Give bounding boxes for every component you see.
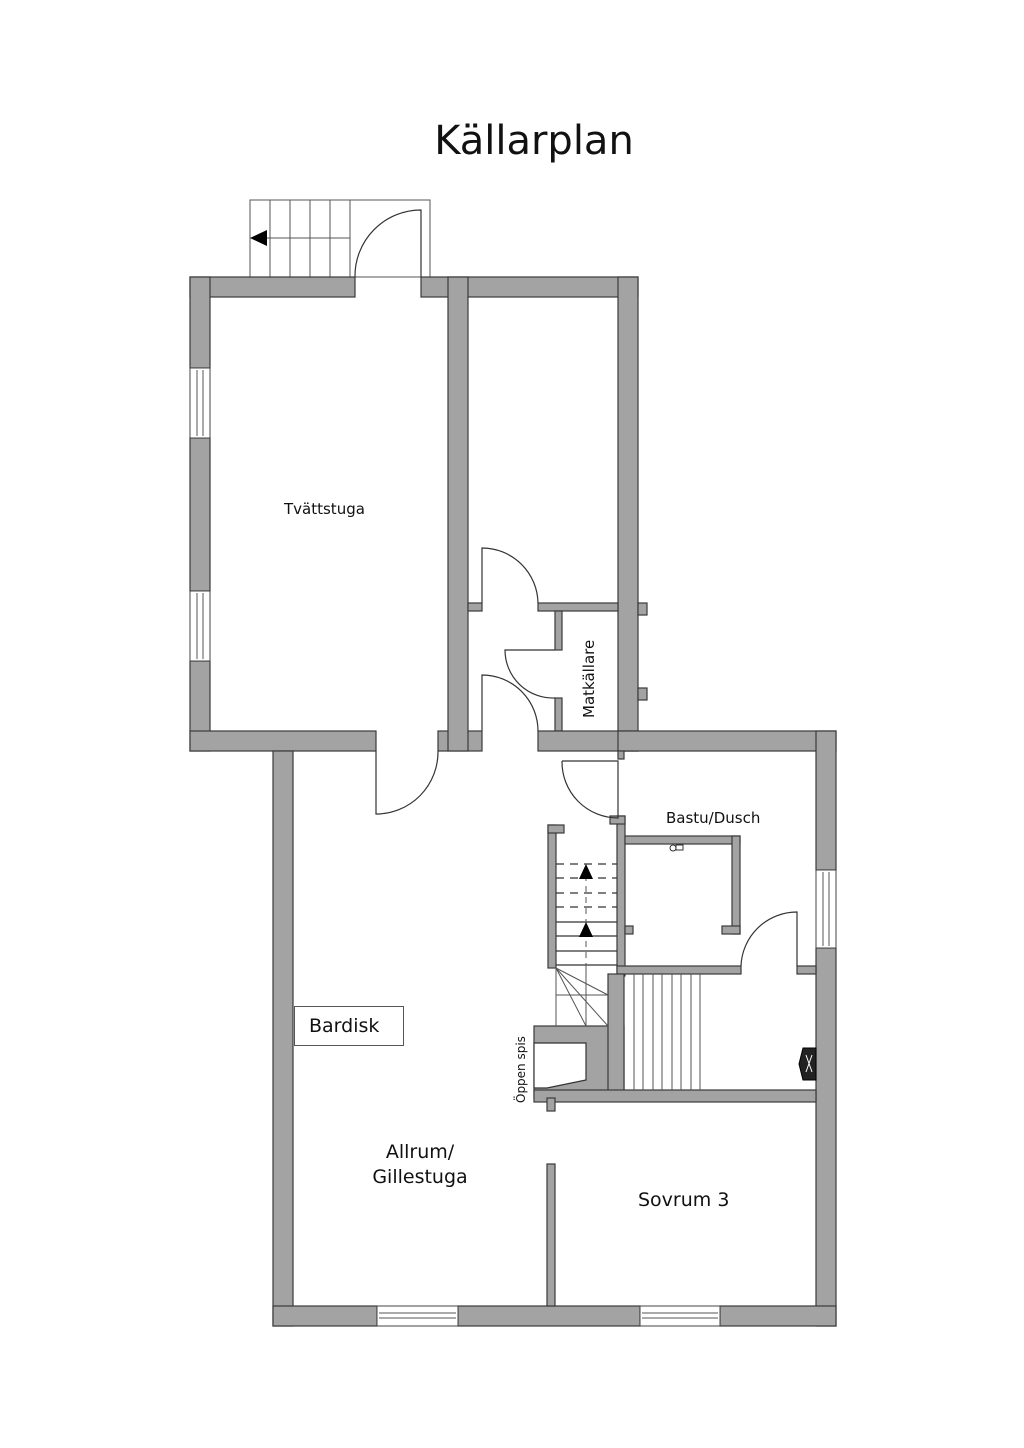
corridor-door[interactable] (481, 674, 539, 732)
stair-up-arrow-icon (579, 922, 593, 937)
room-label-tvattstuga: Tvättstuga (284, 500, 365, 518)
lower-stairs (633, 974, 701, 1090)
room-label-allrum-line1: Allrum/ (385, 1141, 455, 1163)
bastu-inner-door[interactable] (740, 911, 798, 967)
room-label-bardisk: Bardisk (309, 1015, 380, 1037)
matkallare-door[interactable] (504, 649, 556, 699)
room-label-bastu: Bastu/Dusch (666, 809, 761, 827)
room-label-matkallare: Matkällare (580, 639, 598, 718)
room-label-sovrum3: Sovrum 3 (638, 1189, 730, 1211)
fireplace-opening (533, 1042, 587, 1089)
label-oppen-spis: Öppen spis (514, 1036, 528, 1103)
room-label-allrum: Allrum/ Gillestuga (355, 1140, 485, 1190)
windows-bottom (376, 1305, 721, 1327)
stair-arrow-icon (250, 230, 267, 246)
bastu-door[interactable] (561, 760, 619, 819)
storage-door[interactable] (481, 547, 539, 604)
window-right (815, 869, 837, 949)
plan-title: Källarplan (434, 118, 634, 164)
entrance-door[interactable] (354, 209, 422, 278)
stair-up-arrow-icon (579, 864, 593, 879)
laundry-door[interactable] (375, 750, 439, 815)
room-label-allrum-line2: Gillestuga (372, 1166, 468, 1188)
walls-upper (189, 276, 648, 752)
windows-upper-left (189, 367, 211, 662)
sauna-heater-icon (798, 1047, 817, 1081)
exterior-stairs (249, 199, 431, 278)
interior-stairs (555, 863, 617, 1027)
shower-head-icon (669, 844, 684, 852)
bar-counter: Bardisk (294, 1006, 404, 1046)
